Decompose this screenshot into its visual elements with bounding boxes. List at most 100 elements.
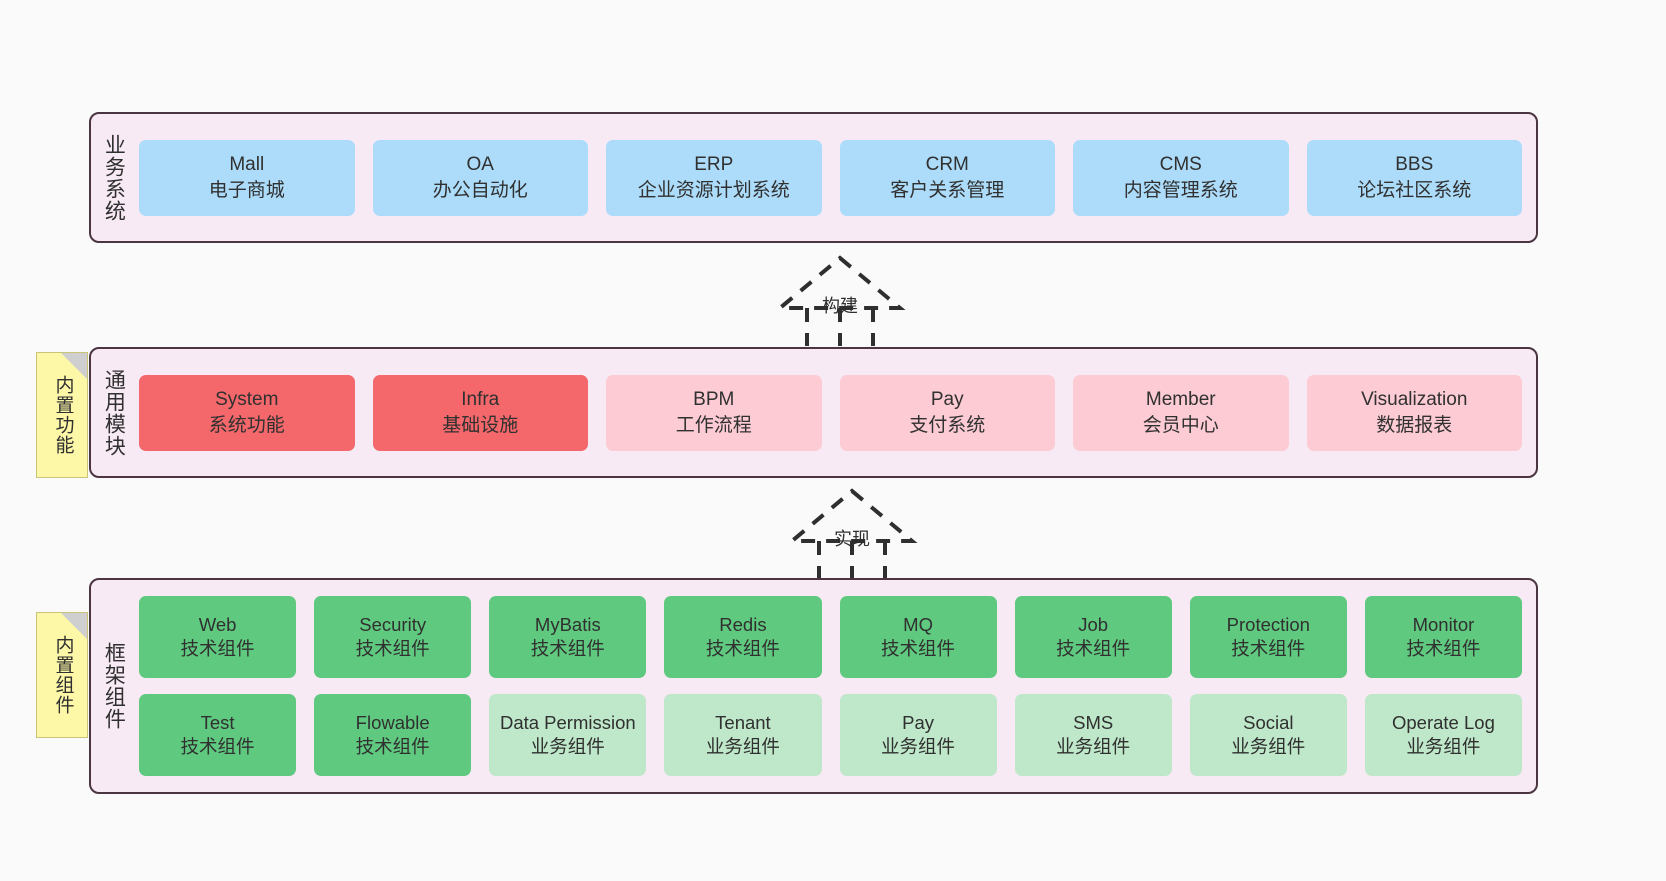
card-title-cn: 基础设施 — [442, 414, 519, 436]
layer-title-business-system: 业务系统 — [102, 133, 126, 222]
card-infra[interactable]: Infra 基础设施 — [372, 374, 588, 451]
card-title-en: OA — [466, 154, 494, 176]
card-cms[interactable]: CMS 内容管理系统 — [1073, 139, 1289, 216]
card-title-en: BBS — [1395, 154, 1434, 176]
card-title-en: BPM — [693, 389, 735, 411]
card-data-permission[interactable]: Data Permission 业务组件 — [489, 694, 647, 776]
card-title-cn: 系统功能 — [208, 414, 285, 436]
card-pay-component[interactable]: Pay 业务组件 — [839, 694, 997, 776]
card-crm[interactable]: CRM 客户关系管理 — [839, 139, 1055, 216]
page-fold-icon — [61, 613, 87, 639]
card-redis[interactable]: Redis 技术组件 — [664, 596, 822, 678]
card-title-cn: 数据报表 — [1376, 414, 1453, 436]
card-monitor[interactable]: Monitor 技术组件 — [1364, 596, 1522, 678]
card-title-en: Flowable — [355, 711, 430, 733]
card-title-en: Social — [1243, 711, 1294, 733]
card-title-cn: 支付系统 — [909, 414, 986, 436]
note-builtin-component: 内置组件 — [36, 612, 88, 738]
page-fold-icon — [61, 353, 87, 379]
card-security[interactable]: Security 技术组件 — [314, 596, 472, 678]
card-title-en: Job — [1078, 613, 1109, 635]
card-title-cn: 技术组件 — [881, 638, 956, 659]
layer-title-framework-component: 框架组件 — [102, 642, 126, 730]
layer-body-common-module: System 系统功能 Infra 基础设施 BPM 工作流程 Pay 支付系统… — [135, 349, 1536, 476]
note-label: 内置功能 — [52, 375, 74, 455]
connector-label-implement: 实现 — [834, 529, 870, 549]
card-title-en: Security — [359, 613, 427, 635]
card-erp[interactable]: ERP 企业资源计划系统 — [606, 139, 822, 216]
card-social[interactable]: Social 业务组件 — [1189, 694, 1347, 776]
card-title-en: System — [215, 389, 279, 411]
card-title-cn: 技术组件 — [705, 638, 780, 659]
layer-body-business-system: Mall 电子商城 OA 办公自动化 ERP 企业资源计划系统 CRM 客户关系… — [135, 114, 1536, 241]
card-title-en: Infra — [461, 389, 500, 411]
card-protection[interactable]: Protection 技术组件 — [1189, 596, 1347, 678]
card-title-en: Web — [198, 613, 237, 635]
card-title-en: Member — [1145, 389, 1216, 411]
card-title-cn: 业务组件 — [705, 736, 780, 757]
card-title-cn: 技术组件 — [1406, 638, 1481, 659]
card-title-cn: 技术组件 — [1231, 638, 1306, 659]
card-row: Test 技术组件 Flowable 技术组件 Data Permission … — [139, 694, 1522, 776]
card-title-en: CRM — [925, 154, 969, 176]
connector-label-build: 构建 — [822, 296, 858, 316]
card-title-cn: 技术组件 — [180, 638, 255, 659]
card-flowable[interactable]: Flowable 技术组件 — [314, 694, 472, 776]
connector-implement: 实现 — [772, 487, 932, 587]
card-title-cn: 电子商城 — [208, 179, 285, 201]
card-title-cn: 技术组件 — [355, 736, 430, 757]
card-row: Mall 电子商城 OA 办公自动化 ERP 企业资源计划系统 CRM 客户关系… — [139, 139, 1522, 216]
card-title-en: MyBatis — [534, 613, 601, 635]
card-title-en: Monitor — [1412, 613, 1475, 635]
card-member[interactable]: Member 会员中心 — [1073, 374, 1289, 451]
note-builtin-function: 内置功能 — [36, 352, 88, 478]
card-bbs[interactable]: BBS 论坛社区系统 — [1306, 139, 1522, 216]
card-sms[interactable]: SMS 业务组件 — [1014, 694, 1172, 776]
card-title-en: Tenant — [715, 711, 771, 733]
card-mq[interactable]: MQ 技术组件 — [839, 596, 997, 678]
card-title-cn: 技术组件 — [355, 638, 430, 659]
card-row: Web 技术组件 Security 技术组件 MyBatis 技术组件 Redi… — [139, 596, 1522, 678]
card-title-en: Visualization — [1361, 389, 1468, 411]
card-oa[interactable]: OA 办公自动化 — [372, 139, 588, 216]
layer-framework-component: 框架组件 Web 技术组件 Security 技术组件 MyBatis 技术组件… — [89, 578, 1538, 794]
card-title-en: CMS — [1159, 154, 1202, 176]
note-label: 内置组件 — [52, 635, 74, 715]
card-title-en: Redis — [719, 613, 767, 635]
card-mall[interactable]: Mall 电子商城 — [139, 139, 355, 216]
card-visualization[interactable]: Visualization 数据报表 — [1306, 374, 1522, 451]
layer-body-framework-component: Web 技术组件 Security 技术组件 MyBatis 技术组件 Redi… — [135, 580, 1536, 792]
card-title-cn: 论坛社区系统 — [1357, 179, 1472, 201]
card-title-cn: 业务组件 — [530, 736, 605, 757]
card-title-en: Test — [200, 711, 235, 733]
card-title-cn: 技术组件 — [180, 736, 255, 757]
card-title-cn: 会员中心 — [1142, 414, 1219, 436]
card-system[interactable]: System 系统功能 — [139, 374, 355, 451]
card-mybatis[interactable]: MyBatis 技术组件 — [489, 596, 647, 678]
card-job[interactable]: Job 技术组件 — [1014, 596, 1172, 678]
card-pay[interactable]: Pay 支付系统 — [839, 374, 1055, 451]
card-bpm[interactable]: BPM 工作流程 — [606, 374, 822, 451]
card-title-cn: 业务组件 — [881, 736, 956, 757]
card-row: System 系统功能 Infra 基础设施 BPM 工作流程 Pay 支付系统… — [139, 374, 1522, 451]
card-title-cn: 业务组件 — [1056, 736, 1131, 757]
layer-business-system: 业务系统 Mall 电子商城 OA 办公自动化 ERP 企业资源计划系统 CRM… — [89, 112, 1538, 243]
card-title-en: Pay — [930, 389, 964, 411]
layer-title-common-module: 通用模块 — [102, 368, 126, 457]
card-title-en: SMS — [1073, 711, 1114, 733]
card-title-en: Pay — [902, 711, 934, 733]
layer-common-module: 通用模块 System 系统功能 Infra 基础设施 BPM 工作流程 Pay… — [89, 347, 1538, 478]
card-operate-log[interactable]: Operate Log 业务组件 — [1364, 694, 1522, 776]
card-title-en: Mall — [229, 154, 265, 176]
card-title-en: Operate Log — [1392, 711, 1495, 733]
card-web[interactable]: Web 技术组件 — [139, 596, 297, 678]
card-title-en: Data Permission — [499, 711, 636, 733]
card-title-cn: 业务组件 — [1406, 736, 1481, 757]
card-title-en: ERP — [694, 154, 734, 176]
card-title-cn: 客户关系管理 — [890, 179, 1005, 201]
card-title-cn: 企业资源计划系统 — [637, 179, 790, 201]
card-tenant[interactable]: Tenant 业务组件 — [664, 694, 822, 776]
card-test[interactable]: Test 技术组件 — [139, 694, 297, 776]
card-title-cn: 技术组件 — [530, 638, 605, 659]
